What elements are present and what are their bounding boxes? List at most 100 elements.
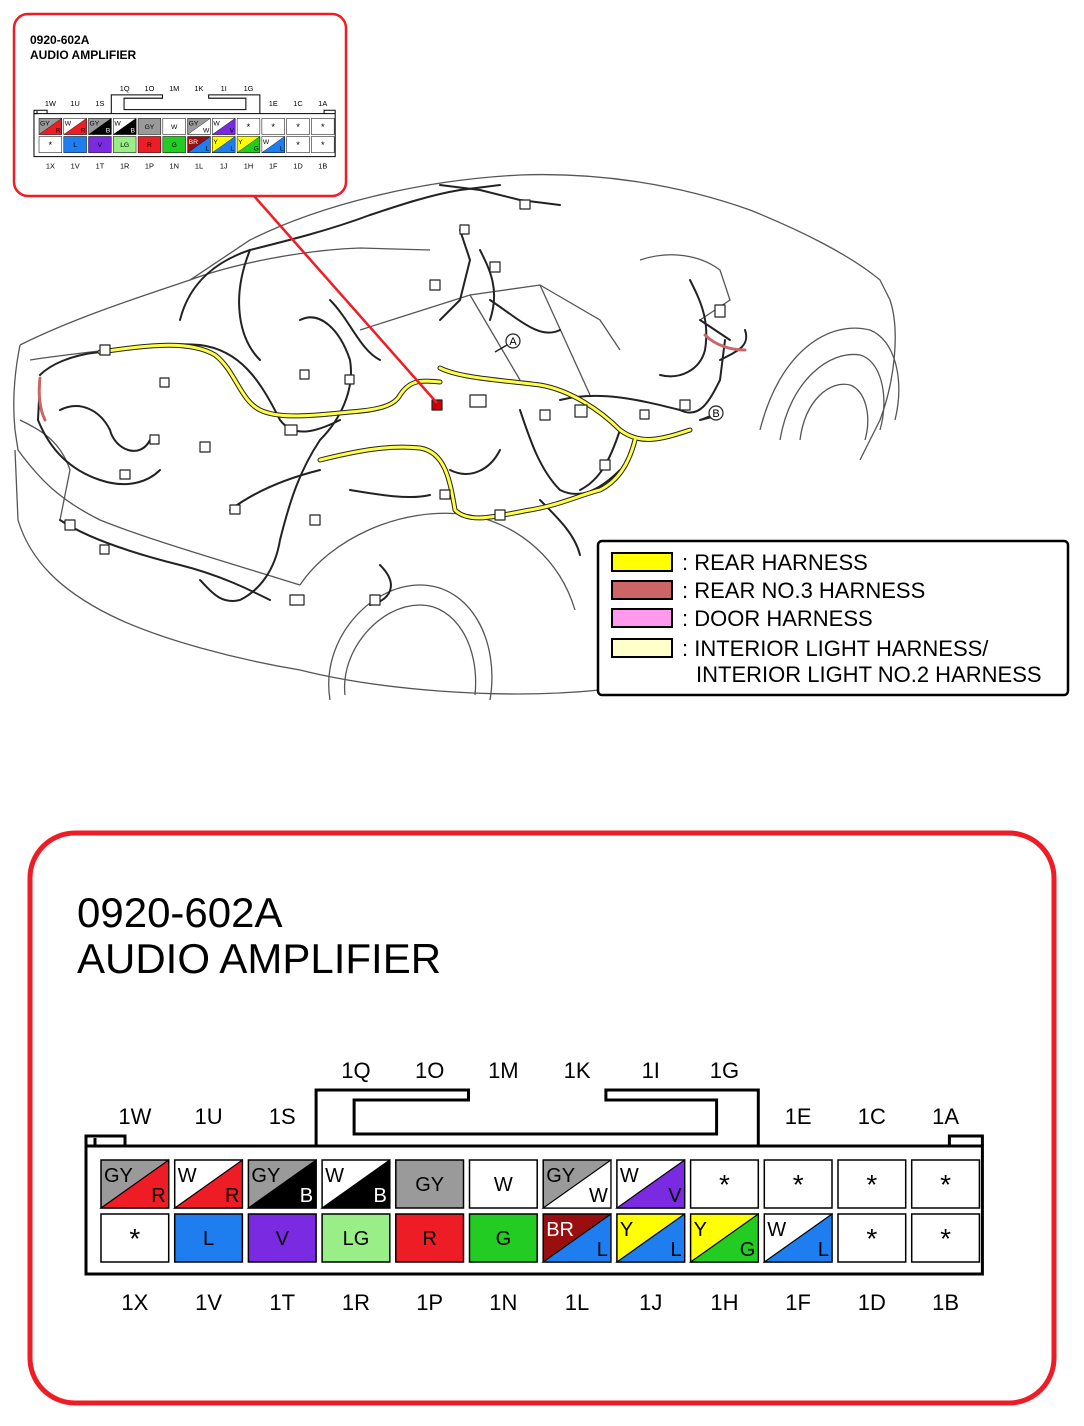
- pin-1v: L: [173, 1213, 244, 1263]
- pin-label-upper: 1I: [221, 84, 227, 93]
- pin-main-color: V: [98, 142, 103, 149]
- pin-stripe-color: V: [668, 1185, 682, 1207]
- pin-unused-mark: *: [321, 121, 325, 132]
- pin-1p: R: [395, 1213, 465, 1263]
- connector-code: 0920-602A: [77, 889, 283, 936]
- pin-main-color: W: [65, 121, 72, 128]
- pin-main-color: W: [178, 1165, 197, 1187]
- pin-label-upper: 1W: [118, 1104, 151, 1129]
- pin-label-upper: 1E: [785, 1104, 812, 1129]
- pin-1k: GYW: [186, 117, 211, 135]
- pin-1u: WR: [63, 117, 87, 135]
- legend-item: : DOOR HARNESS: [611, 606, 873, 631]
- pin-main-color: W: [213, 121, 220, 128]
- wire-harness: [37, 184, 748, 606]
- connector-name: AUDIO AMPLIFIER: [77, 935, 441, 982]
- pin-main-color: GY: [90, 121, 100, 128]
- pin-stripe-color: L: [280, 146, 284, 153]
- pin-label-lower: 1T: [96, 162, 105, 171]
- pin-label-upper: 1M: [488, 1058, 519, 1083]
- pin-label-upper: 1G: [710, 1058, 739, 1083]
- pin-1x: *: [38, 136, 63, 153]
- pin-1s: GYB: [246, 1158, 317, 1209]
- pin-1g: *: [236, 118, 261, 135]
- pin-1c: *: [837, 1159, 907, 1209]
- marker-a: A: [494, 333, 521, 353]
- pin-label-lower: 1J: [220, 162, 228, 171]
- pin-stripe-color: R: [56, 127, 61, 134]
- pin-stripe-color: W: [589, 1185, 608, 1207]
- pin-stripe-color: L: [230, 146, 234, 153]
- pin-label-upper: 1Q: [120, 84, 130, 93]
- legend-item: : REAR NO.3 HARNESS: [611, 578, 925, 603]
- marker-b: B: [699, 405, 724, 421]
- pin-unused-mark: *: [940, 1223, 951, 1254]
- pin-1c: *: [286, 118, 310, 135]
- pin-1v: L: [63, 136, 87, 153]
- pin-label-upper: 1M: [169, 84, 179, 93]
- pin-main-color: GY: [546, 1165, 575, 1187]
- legend-item: : INTERIOR LIGHT HARNESS/INTERIOR LIGHT …: [611, 636, 1042, 687]
- marker-b-label: B: [712, 408, 719, 420]
- pin-1r: LG: [113, 136, 137, 153]
- pin-label-lower: 1B: [318, 162, 327, 171]
- pin-label-lower: 1X: [121, 1290, 148, 1315]
- pin-unused-mark: *: [247, 121, 251, 132]
- pin-main-color: LG: [343, 1228, 370, 1250]
- legend-swatch: [611, 552, 673, 572]
- marker-a-label: A: [509, 336, 517, 348]
- pin-label-upper: 1S: [95, 99, 104, 108]
- pin-label-upper: 1U: [70, 99, 79, 108]
- pin-label-lower: 1N: [169, 162, 178, 171]
- pin-main-color: BR: [546, 1219, 574, 1241]
- pin-1o: GY: [137, 118, 162, 135]
- pin-unused-mark: *: [49, 139, 53, 150]
- pin-stripe-color: B: [131, 127, 136, 134]
- pin-stripe-color: B: [106, 127, 111, 134]
- pin-label-lower: 1P: [145, 162, 154, 171]
- pin-main-color: Y: [238, 139, 243, 146]
- pin-1h: YG: [236, 136, 261, 153]
- pin-main-color: R: [147, 142, 152, 149]
- pin-label-upper: 1O: [415, 1058, 444, 1083]
- pin-label-upper: 1K: [194, 84, 203, 93]
- pin-unused-mark: *: [866, 1223, 877, 1254]
- pin-1t: V: [247, 1213, 317, 1263]
- pin-1g: *: [689, 1159, 760, 1209]
- pin-1l: BRL: [541, 1212, 612, 1263]
- pin-stripe-color: W: [203, 127, 210, 134]
- pin-label-lower: 1F: [269, 162, 278, 171]
- pin-main-color: Y: [213, 139, 218, 146]
- pin-label-lower: 1L: [565, 1290, 589, 1315]
- leader-line: [253, 195, 438, 404]
- pin-unused-mark: *: [129, 1223, 140, 1254]
- pin-1a: *: [311, 118, 335, 135]
- pin-1l: BRL: [186, 136, 211, 153]
- pin-1d: *: [286, 136, 310, 153]
- pin-1i: WV: [211, 117, 236, 135]
- pin-stripe-color: L: [206, 146, 210, 153]
- pin-main-color: Y: [620, 1219, 633, 1241]
- pin-stripe-color: L: [818, 1239, 829, 1261]
- pin-stripe-color: R: [151, 1185, 165, 1207]
- pin-main-color: R: [422, 1228, 436, 1250]
- pin-main-color: LG: [120, 142, 129, 149]
- pin-stripe-color: G: [740, 1239, 756, 1261]
- pin-label-upper: 1E: [269, 99, 278, 108]
- pin-label-lower: 1H: [710, 1290, 738, 1315]
- pin-main-color: GY: [415, 1174, 444, 1196]
- pin-main-color: GY: [40, 121, 50, 128]
- legend-label: : REAR HARNESS: [682, 550, 868, 575]
- pin-main-color: GY: [145, 124, 155, 131]
- pin-main-color: W: [114, 121, 121, 128]
- pin-label-upper: 1U: [194, 1104, 222, 1129]
- pin-stripe-color: L: [670, 1239, 681, 1261]
- pin-label-upper: 1A: [318, 99, 327, 108]
- pin-label-lower: 1H: [244, 162, 253, 171]
- pin-unused-mark: *: [296, 139, 300, 150]
- pin-1q: WB: [320, 1158, 391, 1209]
- legend-swatch: [611, 580, 673, 600]
